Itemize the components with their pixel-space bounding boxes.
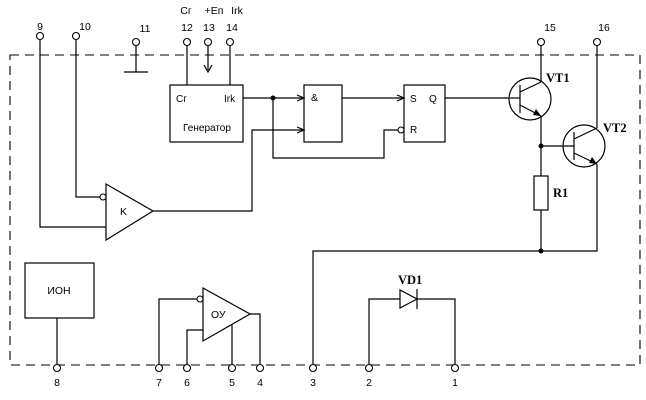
wire-pin6 — [186, 329, 203, 364]
flipflop-s-label: S — [410, 94, 417, 105]
pin-4-label: 4 — [257, 377, 263, 389]
pin-14-label: 14 — [226, 22, 238, 34]
and-gate-symbol: & — [311, 92, 318, 104]
top-label-irk: Irk — [231, 5, 243, 17]
ion-block: ИОН — [24, 262, 95, 319]
pin-9-label: 9 — [37, 21, 43, 33]
pin-7: 7 — [154, 363, 164, 389]
wire-k-to-and — [153, 129, 304, 212]
transistor-vt1: VT1 — [508, 71, 570, 121]
pin-6: 6 — [182, 363, 192, 389]
pin-4: 4 — [255, 363, 265, 389]
top-label-cg: Cг — [180, 5, 192, 17]
wire-pin4 — [250, 313, 261, 364]
wire-pin9 — [39, 40, 106, 228]
vt1-label: VT1 — [546, 71, 570, 85]
opamp-label: ОУ — [211, 309, 226, 321]
pin-9: 9 — [35, 21, 45, 41]
generator-irk-label: Irk — [224, 94, 236, 105]
pin-15-label: 15 — [544, 22, 556, 34]
ground-symbol — [124, 46, 148, 73]
generator-name: Генератор — [183, 123, 231, 134]
r1-label: R1 — [553, 186, 568, 200]
resistor-r1: R1 — [533, 175, 568, 211]
pin-3-label: 3 — [310, 377, 316, 389]
flipflop-r-label: R — [410, 125, 417, 136]
pin-12: 12 Cг — [180, 5, 193, 47]
pin-3: 3 — [308, 363, 318, 389]
pin-5: 5 — [227, 363, 237, 389]
pin-1: 1 — [450, 363, 460, 389]
pin-16: 16 — [592, 22, 610, 47]
pin-10: 10 — [71, 21, 91, 41]
and-gate: & — [296, 84, 343, 143]
generator-block: Cг Irk Генератор — [169, 84, 244, 143]
pin-5-label: 5 — [229, 377, 235, 389]
comparator-label: K — [120, 206, 127, 218]
pin-12-label: 12 — [181, 22, 193, 34]
pin-10-label: 10 — [79, 21, 91, 33]
pin-16-label: 16 — [598, 22, 610, 34]
vt2-label: VT2 — [603, 121, 627, 135]
junction-r1 — [538, 248, 544, 254]
pin-14: 14 Irk — [225, 5, 244, 47]
pin-13: 13 +Eп — [203, 5, 224, 47]
wire-pin3-bus — [312, 164, 598, 364]
pin-15: 15 — [536, 22, 556, 47]
pin-6-label: 6 — [184, 377, 190, 389]
diode-vd1: VD1 — [398, 273, 422, 309]
sr-flipflop: S Q R — [396, 84, 446, 143]
flipflop-q-label: Q — [429, 94, 437, 105]
opamp-ou: ОУ — [196, 286, 252, 343]
pin-2-label: 2 — [366, 377, 372, 389]
pin-8: 8 — [52, 363, 62, 389]
wire-pin1 — [417, 298, 456, 364]
wire-pin7 — [158, 298, 197, 364]
ion-label: ИОН — [47, 285, 70, 297]
generator-cg-label: Cг — [176, 94, 187, 105]
vd1-label: VD1 — [398, 273, 422, 287]
wire-pin10 — [75, 40, 100, 198]
pin-13-label: 13 — [203, 22, 215, 34]
top-label-ep: +Eп — [205, 5, 224, 17]
transistor-vt2: VT2 — [541, 121, 627, 168]
arrow-pin13 — [203, 46, 213, 74]
pin-11: 11 — [131, 23, 151, 47]
ic-boundary — [9, 54, 641, 366]
pin-7-label: 7 — [156, 377, 162, 389]
wire-gen-to-r — [272, 98, 398, 159]
pin-8-label: 8 — [54, 377, 60, 389]
wire-pin2 — [368, 298, 400, 364]
comparator-k: K — [99, 182, 155, 242]
pin-1-label: 1 — [452, 377, 458, 389]
pin-2: 2 — [364, 363, 374, 389]
pin-11-label: 11 — [140, 23, 151, 35]
